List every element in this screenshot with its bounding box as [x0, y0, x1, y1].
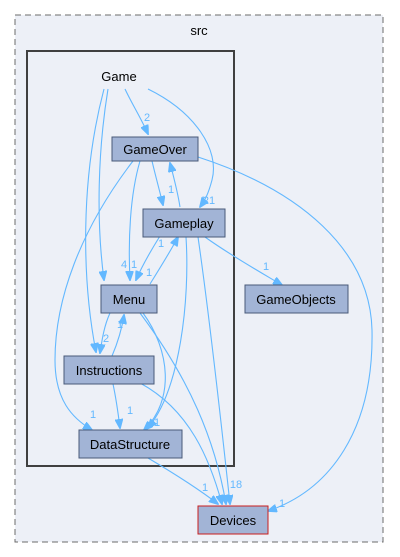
- edge-label-game-gameplay: 21: [203, 195, 215, 207]
- node-instructions[interactable]: Instructions: [63, 355, 155, 385]
- edge-label-gameplay-devices: 18: [230, 479, 242, 491]
- edge-menu-devices: [139, 312, 226, 504]
- edge-label-gameplay-gameover: 1: [200, 195, 206, 207]
- edge-gameover-datastructure: 1: [54, 160, 134, 430]
- edge-label-gameplay-datastructure: 1: [154, 417, 160, 429]
- edge-label-gameover-devices: 1: [279, 498, 285, 510]
- edge-gameover-gameplay: 1: [151, 160, 174, 205]
- edge-label-gameover-menu: 1: [131, 259, 137, 271]
- edge-label-gameplay-menu: 1: [146, 267, 152, 279]
- node-devices[interactable]: Devices: [197, 505, 269, 535]
- node-gameobjects[interactable]: GameObjects: [244, 284, 349, 314]
- edge-label-datastructure-devices: 1: [202, 482, 208, 494]
- edge-game-menu: 4: [98, 88, 127, 280]
- edge-label-instructions-menu: 1: [117, 319, 123, 331]
- node-datastructure[interactable]: DataStructure: [78, 429, 183, 459]
- node-gameobjects-label: GameObjects: [256, 292, 336, 307]
- edge-label-gameover-datastructure: 1: [90, 409, 96, 421]
- node-gameover-label: GameOver: [123, 142, 187, 157]
- edge-label-game-gameover: 2: [144, 112, 150, 124]
- edge-datastructure-devices: 1: [147, 457, 218, 504]
- edge-game-gameover: 2: [124, 88, 150, 134]
- edge-label-game-menu: 4: [121, 259, 127, 271]
- edge-label-menu-instructions: 2: [103, 333, 109, 345]
- edge-instructions-menu: 1: [111, 315, 124, 357]
- edge-menu-instructions: 2: [100, 312, 111, 353]
- edge-label-instructions-datastructure: 1: [127, 405, 133, 417]
- node-datastructure-label: DataStructure: [90, 437, 170, 452]
- cluster-game-label: Game: [101, 69, 136, 84]
- edge-gameplay-devices: 18: [197, 236, 242, 504]
- edge-instructions-devices: [139, 382, 222, 504]
- node-instructions-label: Instructions: [76, 363, 143, 378]
- edge-gameplay-gameover: 1: [170, 163, 206, 208]
- edge-gameplay-menu: 1: [136, 235, 161, 280]
- edge-game-gameplay: 21: [147, 88, 215, 207]
- edge-menu-datastructure: [143, 312, 166, 430]
- edge-gameover-devices: 1: [197, 156, 373, 511]
- edge-label-gameover-gameplay: 1: [168, 184, 174, 196]
- node-menu[interactable]: Menu: [100, 284, 158, 314]
- node-gameplay-label: Gameplay: [154, 216, 214, 231]
- edges: 2 21 4 1 1 1: [54, 88, 373, 511]
- cluster-src-label: src: [190, 23, 208, 38]
- edge-label-menu-gameplay: 1: [158, 238, 164, 250]
- edge-label-gameplay-gameobjects: 1: [263, 261, 269, 273]
- edge-gameplay-datastructure: 1: [148, 236, 188, 429]
- edge-menu-gameplay: 1: [149, 237, 178, 285]
- edge-gameplay-gameobjects: 1: [204, 236, 282, 285]
- edge-game-instructions: [85, 88, 105, 352]
- edge-instructions-datastructure: 1: [112, 383, 133, 428]
- node-devices-label: Devices: [210, 513, 257, 528]
- edge-gameover-menu: 1: [129, 160, 141, 280]
- node-gameplay[interactable]: Gameplay: [142, 208, 226, 238]
- node-menu-label: Menu: [113, 292, 146, 307]
- node-gameover[interactable]: GameOver: [111, 136, 199, 162]
